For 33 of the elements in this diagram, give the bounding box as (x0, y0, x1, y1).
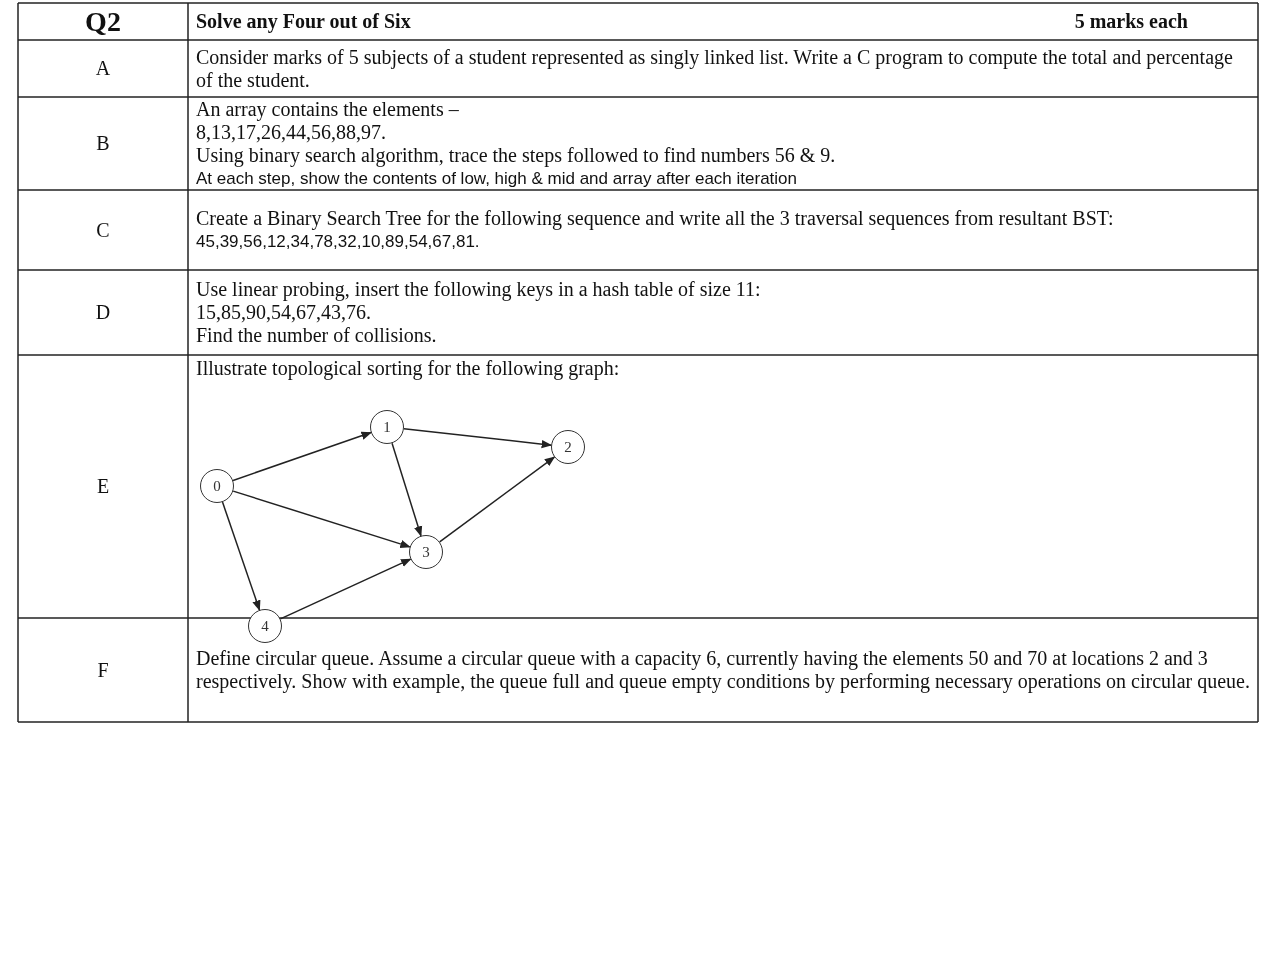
question-text: At each step, show the contents of low, high & mid and array after each iteration (196, 167, 798, 190)
arrow (391, 442, 423, 537)
question-text: Create a Binary Search Tree for the following sequence and write all the 3 traversal sequences from resultant BST: (196, 207, 1115, 230)
header-text: Solve any Four out of Six (196, 10, 411, 33)
question-text: Define circular queue. Assume a circular queue with a capacity 6, currently having the elements 50 and 70 at locations 2 and 3 respectively. Show with example, the queue full and queue empty conditions by performing necessary operations on circular queue. (196, 647, 1250, 693)
graph-node: 0 (200, 469, 234, 503)
table-heading: Q2 (85, 5, 121, 38)
arrow (279, 558, 412, 620)
row-letter: B (96, 132, 110, 155)
arrow (232, 431, 372, 482)
question-text: Use linear probing, insert the following keys in a hash table of size 11: (196, 278, 762, 301)
row-letter: C (96, 218, 110, 242)
question-text: Using binary search algorithm, trace the steps followed to find numbers 56 & 9. (196, 143, 837, 167)
arrow (232, 490, 411, 549)
question-text: 15,85,90,54,67,43,76. (196, 301, 372, 324)
row-letter: A (95, 57, 111, 80)
question-text: 45,39,56,12,34,78,32,10,89,54,67,81. (196, 231, 481, 253)
row-letter: F (97, 658, 109, 682)
header-text: 5 marks each (1074, 10, 1188, 33)
graph-node: 2 (551, 430, 585, 464)
question-text: 8,13,17,26,44,56,88,97. (196, 120, 387, 144)
arrow (438, 456, 556, 543)
arrow (403, 428, 553, 449)
question-text: An array contains the elements – (196, 97, 460, 121)
arrow (221, 501, 261, 611)
question-text: Illustrate topological sorting for the following graph: (196, 357, 621, 380)
graph-node: 1 (370, 410, 404, 444)
question-text: Consider marks of 5 subjects of a student represented as singly linked list. Write a C program to compute the total and percentage of the student. (196, 45, 1234, 92)
question-text: Find the number of collisions. (196, 324, 438, 347)
row-letter: E (96, 475, 110, 498)
graph-node: 3 (409, 535, 443, 569)
graph-node: 4 (248, 609, 282, 643)
row-letter: D (95, 301, 111, 324)
